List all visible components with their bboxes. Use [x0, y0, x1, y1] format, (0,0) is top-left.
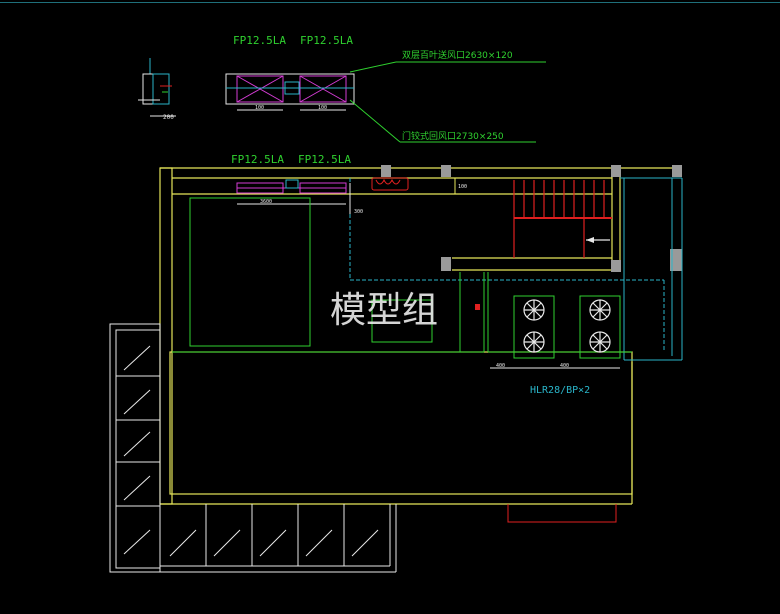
top-border-line — [0, 2, 780, 3]
dim-text: 100 — [318, 105, 327, 111]
condenser-units — [523, 299, 611, 353]
dim-text: 400 — [560, 363, 569, 369]
staircase — [513, 180, 612, 258]
plan-fan-coil-label-1: FP12.5LA — [231, 153, 284, 166]
watermark: 模型组 — [330, 290, 438, 331]
red-box — [507, 504, 617, 523]
glazed-wing — [109, 323, 397, 573]
plan-fan-coil-label-2: FP12.5LA — [298, 153, 351, 166]
callout-return-grille: 门铰式回风口2730×250 — [402, 130, 504, 142]
valve-mark — [475, 304, 480, 310]
dim-text: 3600 — [260, 199, 272, 205]
callout-supply-grille: 双层百叶送风口2630×120 — [402, 49, 513, 61]
dim-text: 200 — [163, 114, 174, 121]
dim-text: 100 — [458, 184, 467, 190]
plan-fan-coils — [236, 179, 351, 214]
duct-outlets — [371, 177, 409, 191]
section-detail — [138, 58, 176, 117]
right-structure — [349, 177, 683, 361]
column-posts — [381, 165, 682, 272]
dim-text: 300 — [354, 209, 363, 215]
callout-leaders — [349, 61, 546, 143]
dim-text: 400 — [496, 363, 505, 369]
fan-coil-label-1: FP12.5LA — [233, 34, 286, 47]
fan-coil-elevation — [225, 73, 355, 111]
unit-label: HLR28/BP×2 — [530, 385, 590, 396]
interior-partitions — [172, 197, 632, 359]
fan-coil-label-2: FP12.5LA — [300, 34, 353, 47]
dim-text: 100 — [255, 105, 264, 111]
